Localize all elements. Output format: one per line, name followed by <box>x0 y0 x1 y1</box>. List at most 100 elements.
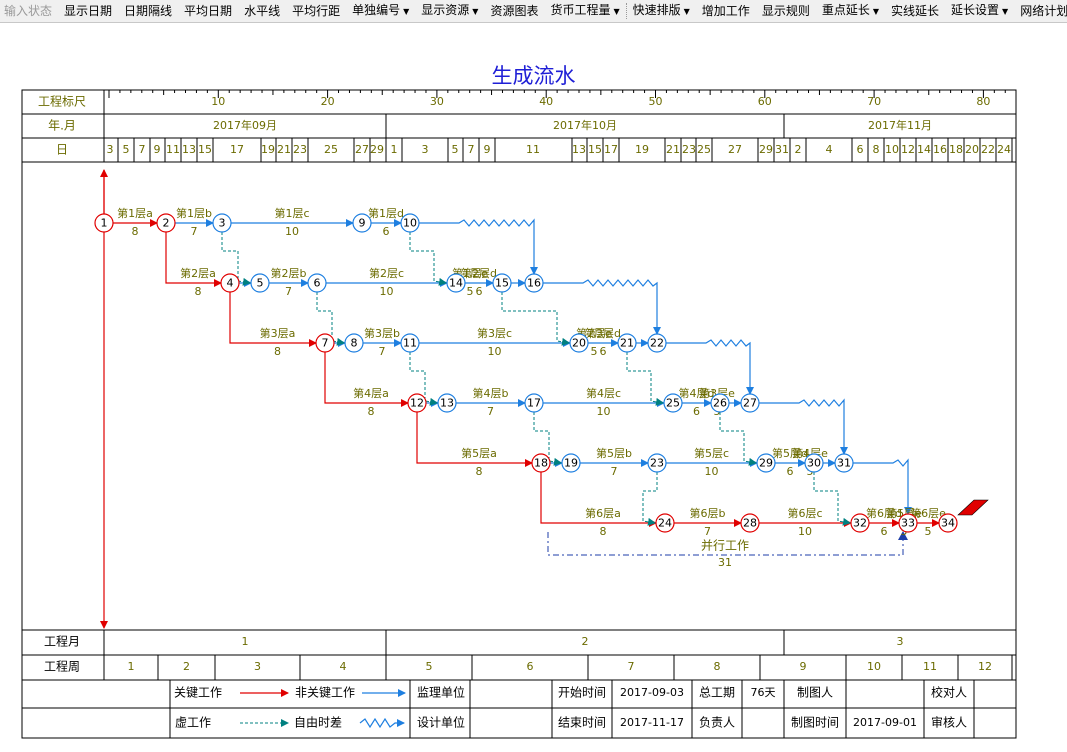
toolbar-button-16[interactable]: 网络计划 <box>1016 0 1067 22</box>
network-node[interactable]: 34 <box>938 513 958 533</box>
toolbar-button-8[interactable]: 资源图表 <box>486 0 542 22</box>
node-circle[interactable] <box>850 513 870 533</box>
toolbar-button-2[interactable]: 日期隔线 <box>120 0 176 22</box>
ruler-tick-label: 30 <box>430 95 444 108</box>
chevron-down-icon[interactable]: ▼ <box>1002 7 1009 16</box>
network-node[interactable]: 20 <box>569 333 589 353</box>
chevron-down-icon[interactable]: ▼ <box>613 7 620 16</box>
node-circle[interactable] <box>804 453 824 473</box>
network-node[interactable]: 24 <box>655 513 675 533</box>
network-node[interactable]: 18 <box>531 453 551 473</box>
node-circle[interactable] <box>647 453 667 473</box>
node-circle[interactable] <box>492 273 512 293</box>
network-node[interactable]: 1 <box>94 213 114 233</box>
toolbar-grip[interactable] <box>625 3 627 19</box>
network-node[interactable]: 33 <box>898 513 918 533</box>
node-circle[interactable] <box>898 513 918 533</box>
network-node[interactable]: 13 <box>437 393 457 413</box>
network-node[interactable]: 16 <box>524 273 544 293</box>
node-circle[interactable] <box>400 213 420 233</box>
day-cell: 3 <box>107 143 114 156</box>
node-circle[interactable] <box>756 453 776 473</box>
chevron-down-icon[interactable]: ▼ <box>872 7 879 16</box>
network-node[interactable]: 6 <box>307 273 327 293</box>
chevron-down-icon[interactable]: ▼ <box>403 7 410 16</box>
network-node[interactable]: 31 <box>834 453 854 473</box>
network-node[interactable]: 9 <box>352 213 372 233</box>
toolbar-button-15[interactable]: 延长设置▼ <box>947 0 1012 22</box>
toolbar-button-3[interactable]: 平均日期 <box>180 0 236 22</box>
toolbar-button-7[interactable]: 显示资源▼ <box>417 0 482 22</box>
node-number: 14 <box>449 277 463 290</box>
toolbar-button-9[interactable]: 货币工程量▼ <box>546 0 623 22</box>
toolbar-button-5[interactable]: 平均行距 <box>288 0 344 22</box>
toolbar-button-1[interactable]: 显示日期 <box>60 0 116 22</box>
node-circle[interactable] <box>710 393 730 413</box>
network-node[interactable]: 8 <box>344 333 364 353</box>
network-node[interactable]: 14 <box>446 273 466 293</box>
toolbar-button-6[interactable]: 单独编号▼ <box>348 0 413 22</box>
network-node[interactable]: 17 <box>524 393 544 413</box>
toolbar-button-11[interactable]: 增加工作 <box>698 0 754 22</box>
network-node[interactable]: 11 <box>400 333 420 353</box>
toolbar-button-13[interactable]: 重点延长▼ <box>818 0 883 22</box>
toolbar-button-0[interactable]: 输入状态 <box>0 0 56 22</box>
network-node[interactable]: 32 <box>850 513 870 533</box>
network-node[interactable]: 2 <box>156 213 176 233</box>
network-node[interactable]: 21 <box>617 333 637 353</box>
node-number: 25 <box>666 397 680 410</box>
node-circle[interactable] <box>344 333 364 353</box>
network-node[interactable]: 3 <box>212 213 232 233</box>
node-circle[interactable] <box>315 333 335 353</box>
node-circle[interactable] <box>834 453 854 473</box>
node-circle[interactable] <box>437 393 457 413</box>
node-circle[interactable] <box>655 513 675 533</box>
task-name: 第4层c <box>586 386 621 400</box>
network-node[interactable]: 25 <box>663 393 683 413</box>
node-circle[interactable] <box>400 333 420 353</box>
node-circle[interactable] <box>647 333 667 353</box>
node-circle[interactable] <box>212 213 232 233</box>
network-node[interactable]: 15 <box>492 273 512 293</box>
node-circle[interactable] <box>531 453 551 473</box>
node-circle[interactable] <box>250 273 270 293</box>
node-circle[interactable] <box>407 393 427 413</box>
day-cell: 17 <box>230 143 244 156</box>
network-node[interactable]: 28 <box>740 513 760 533</box>
network-node[interactable]: 12 <box>407 393 427 413</box>
node-circle[interactable] <box>740 513 760 533</box>
toolbar-button-4[interactable]: 水平线 <box>240 0 284 22</box>
node-circle[interactable] <box>156 213 176 233</box>
network-node[interactable]: 22 <box>647 333 667 353</box>
node-circle[interactable] <box>617 333 637 353</box>
network-node[interactable]: 4 <box>220 273 240 293</box>
network-node[interactable]: 26 <box>710 393 730 413</box>
chevron-down-icon[interactable]: ▼ <box>683 7 690 16</box>
node-circle[interactable] <box>94 213 114 233</box>
toolbar-button-10[interactable]: 快速排版▼ <box>629 0 694 22</box>
node-circle[interactable] <box>938 513 958 533</box>
network-node[interactable]: 30 <box>804 453 824 473</box>
network-node[interactable]: 27 <box>740 393 760 413</box>
node-circle[interactable] <box>561 453 581 473</box>
toolbar-button-12[interactable]: 显示规则 <box>758 0 814 22</box>
day-cell: 15 <box>198 143 212 156</box>
network-node[interactable]: 7 <box>315 333 335 353</box>
task-duration: 5 <box>591 345 598 358</box>
toolbar-button-14[interactable]: 实线延长 <box>887 0 943 22</box>
node-circle[interactable] <box>352 213 372 233</box>
network-node[interactable]: 19 <box>561 453 581 473</box>
node-circle[interactable] <box>307 273 327 293</box>
network-node[interactable]: 23 <box>647 453 667 473</box>
chevron-down-icon[interactable]: ▼ <box>472 7 479 16</box>
node-circle[interactable] <box>524 393 544 413</box>
node-circle[interactable] <box>740 393 760 413</box>
node-circle[interactable] <box>569 333 589 353</box>
network-node[interactable]: 29 <box>756 453 776 473</box>
node-circle[interactable] <box>663 393 683 413</box>
node-circle[interactable] <box>220 273 240 293</box>
network-node[interactable]: 5 <box>250 273 270 293</box>
node-circle[interactable] <box>524 273 544 293</box>
network-node[interactable]: 10 <box>400 213 420 233</box>
node-circle[interactable] <box>446 273 466 293</box>
